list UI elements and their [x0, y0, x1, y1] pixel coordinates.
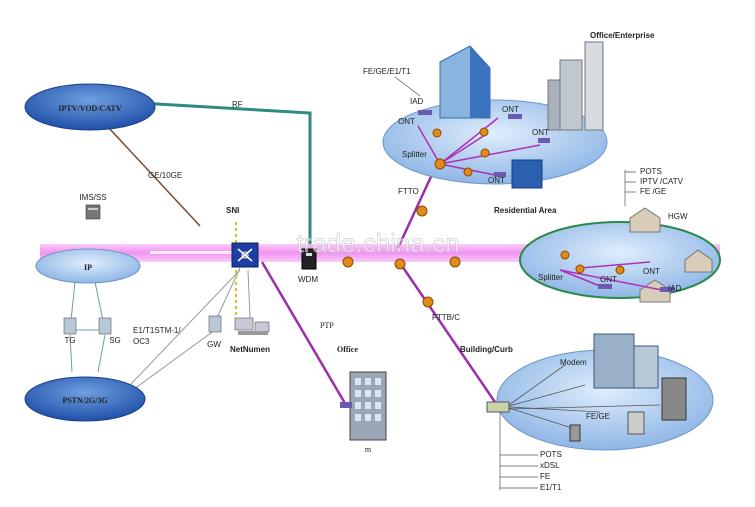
fiber-bus-dashes — [150, 251, 240, 254]
building-service-fe: FE — [540, 472, 550, 481]
building-title: Building/Curb — [460, 345, 513, 354]
e1-label: E1/T1STM-1/ — [133, 326, 181, 335]
sg-device-icon — [98, 317, 112, 335]
rf-link — [139, 101, 312, 248]
pstn-cloud: PSTN/2G/3G — [24, 376, 146, 422]
sg-label: SG — [109, 336, 121, 345]
fttb-link — [398, 262, 499, 406]
wdm-label: WDM — [298, 275, 318, 284]
building-services-list: POTS xDSL FE E1/T1 — [499, 412, 562, 492]
fe-ge-e1-pointer — [394, 76, 421, 97]
netnumen-icon — [234, 317, 270, 335]
residential-houses-icon — [629, 207, 713, 303]
sni-label: SNI — [226, 206, 239, 215]
wdm-icon — [301, 248, 317, 270]
ptp-link — [260, 261, 348, 406]
fttb-label: FTTB/C — [432, 313, 460, 322]
ont-res2-label: ONT — [643, 267, 660, 276]
splitter-top-label: Splitter — [402, 150, 427, 159]
netnumen-link — [247, 269, 251, 319]
e1-link — [129, 269, 241, 386]
tg-pstn-link — [69, 334, 73, 373]
tg-device-icon — [63, 317, 77, 335]
office-mark: m — [365, 445, 372, 454]
curb-building-icon — [569, 333, 687, 442]
office-building-icon — [340, 371, 387, 441]
ge-link — [107, 126, 201, 227]
ge-label: GE/10GE — [148, 171, 182, 180]
curb-drops — [508, 364, 661, 429]
iptv-cloud: IPTV/VOD/CATV — [24, 83, 156, 131]
ip-cloud: IP — [35, 248, 141, 284]
hgw-label: HGW — [668, 212, 688, 221]
gw-device-icon — [208, 315, 222, 333]
enterprise-buildings-icon — [439, 41, 604, 189]
sg-pstn-link — [97, 334, 106, 373]
rf-label: RF — [232, 100, 243, 109]
ont-a-label: ONT — [398, 117, 415, 126]
residential-service-pots: POTS — [640, 167, 662, 176]
residential-drops — [559, 261, 663, 291]
iad-res-label: IAD — [668, 284, 682, 293]
netnumen-label: NetNumen — [230, 345, 270, 354]
building-service-pots: POTS — [540, 450, 562, 459]
building-service-e1: E1/T1 — [540, 483, 562, 492]
ftto-link — [396, 167, 437, 249]
residential-onts — [560, 250, 674, 292]
office-label: Office — [337, 345, 358, 354]
office-enterprise-title: Office/Enterprise — [590, 31, 655, 40]
residential-service-fe: FE /GE — [640, 187, 666, 196]
residential-services-list: POTS IPTV /CATV FE /GE — [624, 167, 684, 206]
iptv-cloud-label: IPTV/VOD/CATV — [58, 104, 121, 113]
ont-c-label: ONT — [532, 128, 549, 137]
ptp-label: PTP — [320, 321, 334, 330]
ont-b-label: ONT — [502, 105, 519, 114]
ont-res1-label: ONT — [600, 275, 617, 284]
ftto-label: FTTO — [398, 187, 419, 196]
watermark: trade.china.cn — [296, 228, 459, 258]
ip-cloud-label: IP — [84, 263, 92, 272]
enterprise-ont-devices — [418, 110, 550, 177]
ims-label: IMS/SS — [79, 193, 106, 202]
modem-label: Modem — [560, 358, 587, 367]
iad-top-label: IAD — [410, 97, 424, 106]
gw-label: GW — [207, 340, 221, 349]
fe-ge-e1-label: FE/GE/E1/T1 — [363, 67, 411, 76]
pstn-cloud-label: PSTN/2G/3G — [62, 396, 107, 405]
ims-server-icon — [85, 204, 101, 220]
olt-switch-icon — [231, 242, 259, 268]
oc3-label: OC3 — [133, 337, 150, 346]
curb-olt-icon — [486, 401, 510, 413]
fege-label: FE/GE — [586, 412, 610, 421]
tg-label: TG — [64, 336, 75, 345]
gw-link — [129, 329, 216, 393]
residential-service-iptv: IPTV /CATV — [640, 177, 684, 186]
ont-d-label: ONT — [488, 176, 505, 185]
residential-title: Residential Area — [494, 206, 557, 215]
splitter-res-label: Splitter — [538, 273, 563, 282]
residential-cloud — [519, 221, 721, 299]
building-service-xdsl: xDSL — [540, 461, 560, 470]
